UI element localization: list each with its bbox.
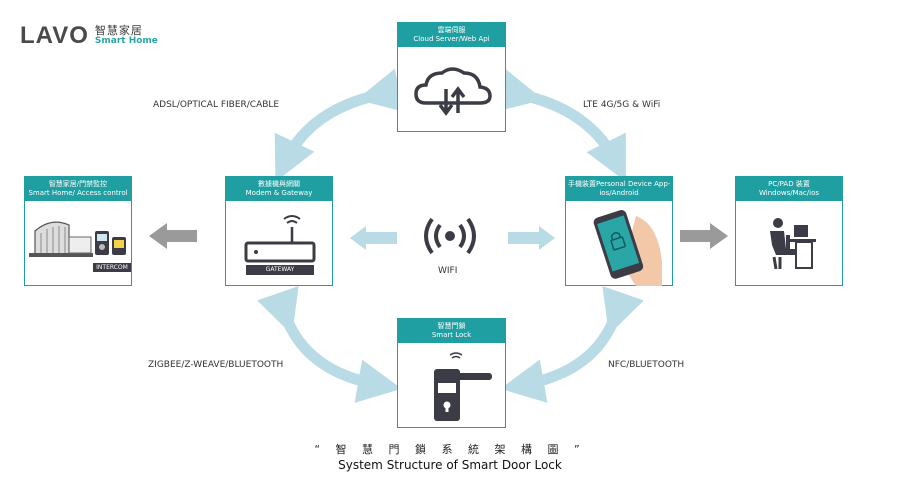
door-lock-icon	[434, 352, 492, 421]
phone-in-hand-icon	[593, 210, 662, 286]
node-lock: 智慧門鎖 Smart Lock	[397, 318, 506, 428]
arrow-cloud-modem	[274, 68, 405, 182]
arrow-mobile-to-pc	[680, 223, 728, 249]
link-label-wifi: WIFI	[438, 266, 458, 276]
node-lock-title-cn: 智慧門鎖	[437, 322, 466, 330]
node-mobile: 手機裝置Personal Device App- ios/Android	[565, 176, 673, 286]
node-pc-header: PC/PAD 裝置 Windows/Mac/ios	[736, 177, 842, 201]
node-modem-title-cn: 數據機與網關	[258, 180, 300, 188]
link-label-bottom-left: ZIGBEE/Z-WEAVE/BLUETOOTH	[148, 360, 284, 370]
gateway-label: GATEWAY	[246, 265, 314, 275]
node-lock-title-en: Smart Lock	[431, 331, 472, 339]
node-pc-title-cn: PC/PAD 裝置	[768, 180, 810, 188]
cloud-icon	[414, 67, 492, 116]
node-mobile-header: 手機裝置Personal Device App- ios/Android	[566, 177, 672, 201]
intercom-label: INTERCOM	[93, 263, 131, 272]
building-icon	[29, 221, 126, 257]
arrow-mobile-lock	[500, 286, 644, 403]
link-label-bottom-right: NFC/BLUETOOTH	[608, 360, 685, 370]
node-mobile-title-cn: 手機裝置Personal Device App-	[568, 180, 670, 188]
arrow-wifi-to-modem	[350, 226, 397, 250]
brand-logo: LAVO 智慧家居 Smart Home	[20, 24, 158, 48]
logo-tagline: 智慧家居 Smart Home	[95, 25, 158, 47]
logo-cn: 智慧家居	[94, 24, 143, 37]
caption-cn: “ 智 慧 門 鎖 系 統 架 構 圖 ”	[314, 443, 586, 456]
wifi-icon	[424, 217, 476, 255]
desktop-user-icon	[770, 218, 816, 270]
gateway-icon	[244, 215, 316, 263]
node-cloud-title-cn: 雲端伺服	[437, 26, 466, 34]
node-modem-header: 數據機與網關 Modem & Gateway	[226, 177, 332, 201]
arrow-cloud-mobile	[495, 68, 626, 182]
arrow-modem-to-smarthome	[149, 223, 197, 249]
node-mobile-title-en: ios/Android	[599, 189, 639, 197]
caption-en: System Structure of Smart Door Lock	[338, 458, 562, 472]
arrow-wifi-to-mobile	[508, 226, 555, 250]
node-smarthome-title-en: Smart Home/ Access control	[28, 189, 128, 197]
node-pc: PC/PAD 裝置 Windows/Mac/ios	[735, 176, 843, 286]
node-smarthome-header: 智慧家居/門禁監控 Smart Home/ Access control	[25, 177, 131, 201]
node-smarthome: 智慧家居/門禁監控 Smart Home/ Access control INT…	[24, 176, 132, 286]
node-pc-title-en: Windows/Mac/ios	[758, 189, 820, 197]
logo-word: LAVO	[20, 22, 89, 49]
logo-en: Smart Home	[94, 36, 158, 46]
link-label-top-left: ADSL/OPTICAL FIBER/CABLE	[153, 100, 280, 110]
arrow-modem-lock	[257, 286, 402, 403]
node-smarthome-title-cn: 智慧家居/門禁監控	[48, 180, 108, 188]
node-lock-header: 智慧門鎖 Smart Lock	[398, 319, 505, 343]
node-modem: 數據機與網關 Modem & Gateway GATEWAY	[225, 176, 333, 286]
node-cloud-title-en: Cloud Server/Web Api	[413, 35, 490, 43]
node-modem-title-en: Modem & Gateway	[245, 189, 313, 197]
link-label-top-right: LTE 4G/5G & WiFi	[583, 100, 661, 110]
node-cloud: 雲端伺服 Cloud Server/Web Api	[397, 22, 506, 132]
node-cloud-header: 雲端伺服 Cloud Server/Web Api	[398, 23, 505, 47]
